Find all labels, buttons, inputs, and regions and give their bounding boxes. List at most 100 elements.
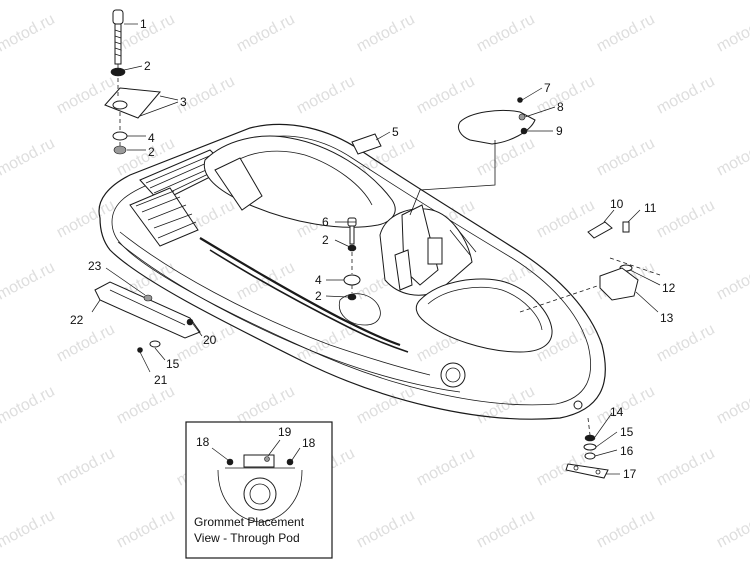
watermark-text: motod.ru [0, 135, 58, 180]
watermark-text: motod.ru [0, 383, 58, 428]
callout-12: 12 [662, 281, 676, 295]
mount-bracket [104, 87, 161, 119]
watermark-text: motod.ru [714, 11, 750, 56]
inset-caption-line1: Grommet Placement [194, 515, 305, 529]
watermark-text: motod.ru [0, 11, 58, 56]
bow-eye [573, 400, 583, 410]
inset-caption-line2: View - Through Pod [194, 531, 300, 545]
switch-13 [599, 267, 639, 301]
watermark-text: motod.ru [234, 259, 298, 304]
watermark-text: motod.ru [534, 197, 598, 242]
callout-7: 7 [544, 81, 551, 95]
nut-2b [113, 145, 127, 155]
hull-stripe-lower [117, 241, 461, 393]
hull-stripe-dark-2 [209, 249, 409, 353]
screw-20 [186, 318, 194, 326]
callout-13: 13 [660, 311, 674, 325]
grommet-placement-inset: 18 19 18 Grommet Placement View - Throug… [185, 421, 333, 559]
nut-21 [137, 347, 143, 353]
washer-15b [149, 340, 161, 348]
watermark-text: motod.ru [294, 73, 358, 118]
callout-20: 20 [203, 333, 217, 347]
watermark-text: motod.ru [714, 259, 750, 304]
hull-outline [98, 123, 606, 420]
seat-area [203, 135, 396, 228]
watermark-text: motod.ru [234, 383, 298, 428]
front-hatch-rim [427, 286, 543, 331]
inset-callout-19: 19 [278, 425, 292, 439]
watermark-text: motod.ru [654, 321, 718, 366]
watermark-text: motod.ru [714, 507, 750, 552]
watermark-text: motod.ru [414, 445, 478, 490]
hull [98, 123, 606, 420]
watermark-text: motod.ru [654, 197, 718, 242]
pad-5 [351, 133, 382, 155]
callout-5: 5 [392, 125, 399, 139]
watermark-text: motod.ru [594, 135, 658, 180]
watermark-text: motod.ru [414, 73, 478, 118]
callout-2b: 2 [148, 145, 155, 159]
callout-16a: 16 [620, 444, 634, 458]
side-bracket-assembly [94, 281, 201, 353]
callout-15a: 15 [620, 425, 634, 439]
callout-23: 23 [88, 259, 102, 273]
callout-8: 8 [557, 100, 564, 114]
watermark-text: motod.ru [114, 383, 178, 428]
watermark-text: motod.ru [54, 321, 118, 366]
watermark-text: motod.ru [654, 445, 718, 490]
clip-10 [587, 221, 613, 239]
callout-2d: 2 [315, 289, 322, 303]
leader-lines [91, 23, 661, 475]
callout-6: 6 [322, 215, 329, 229]
watermark-text: motod.ru [594, 383, 658, 428]
watermark-text: motod.ru [0, 507, 58, 552]
callout-15b: 15 [166, 357, 180, 371]
callout-22: 22 [70, 313, 84, 327]
watermark-text: motod.ru [354, 11, 418, 56]
cover-plate-assembly [409, 97, 536, 216]
watermark-text: motod.ru [354, 383, 418, 428]
side-grommet-recess [338, 293, 381, 326]
callout-17: 17 [623, 467, 637, 481]
watermark-text: motod.ru [714, 135, 750, 180]
callout-11: 11 [644, 201, 657, 215]
watermark-text: motod.ru [54, 445, 118, 490]
callout-4a: 4 [148, 131, 155, 145]
watermark-text: motod.ru [234, 11, 298, 56]
callout-labels: 1 2 3 4 2 5 6 2 4 2 7 8 9 10 11 12 13 14… [70, 17, 676, 481]
screw-11 [622, 221, 630, 233]
watermark-text: motod.ru [54, 73, 118, 118]
callout-3: 3 [180, 95, 187, 109]
callout-2c: 2 [322, 233, 329, 247]
grommet-23 [143, 294, 153, 302]
watermark-text: motod.ru [654, 73, 718, 118]
watermark-text: motod.ru [714, 383, 750, 428]
watermark-text: motod.ru [474, 507, 538, 552]
washer-3 [112, 100, 128, 110]
mount-stud-assembly [104, 9, 161, 155]
callout-1: 1 [140, 17, 147, 31]
callout-2a: 2 [144, 59, 151, 73]
stud-head [112, 9, 124, 25]
watermark-text: motod.ru [54, 197, 118, 242]
steering-column [379, 204, 477, 296]
front-hatch [415, 278, 553, 353]
watermark-text: motod.ru [354, 507, 418, 552]
callout-21: 21 [154, 373, 168, 387]
inset-callout-18a: 18 [196, 435, 210, 449]
callout-9: 9 [556, 124, 563, 138]
hull-stripe-dark [199, 237, 401, 347]
hull-stripe-upper [119, 231, 431, 376]
watermark-text: motod.ru [594, 507, 658, 552]
bow-cleat [440, 362, 466, 388]
callout-14: 14 [610, 405, 624, 419]
switch-bracket-assembly [519, 221, 661, 313]
watermark-text: motod.ru [114, 507, 178, 552]
watermark-text: motod.ru [474, 11, 538, 56]
watermark-text: motod.ru [594, 11, 658, 56]
callout-4b: 4 [315, 273, 322, 287]
inset-callout-18b: 18 [302, 436, 316, 450]
